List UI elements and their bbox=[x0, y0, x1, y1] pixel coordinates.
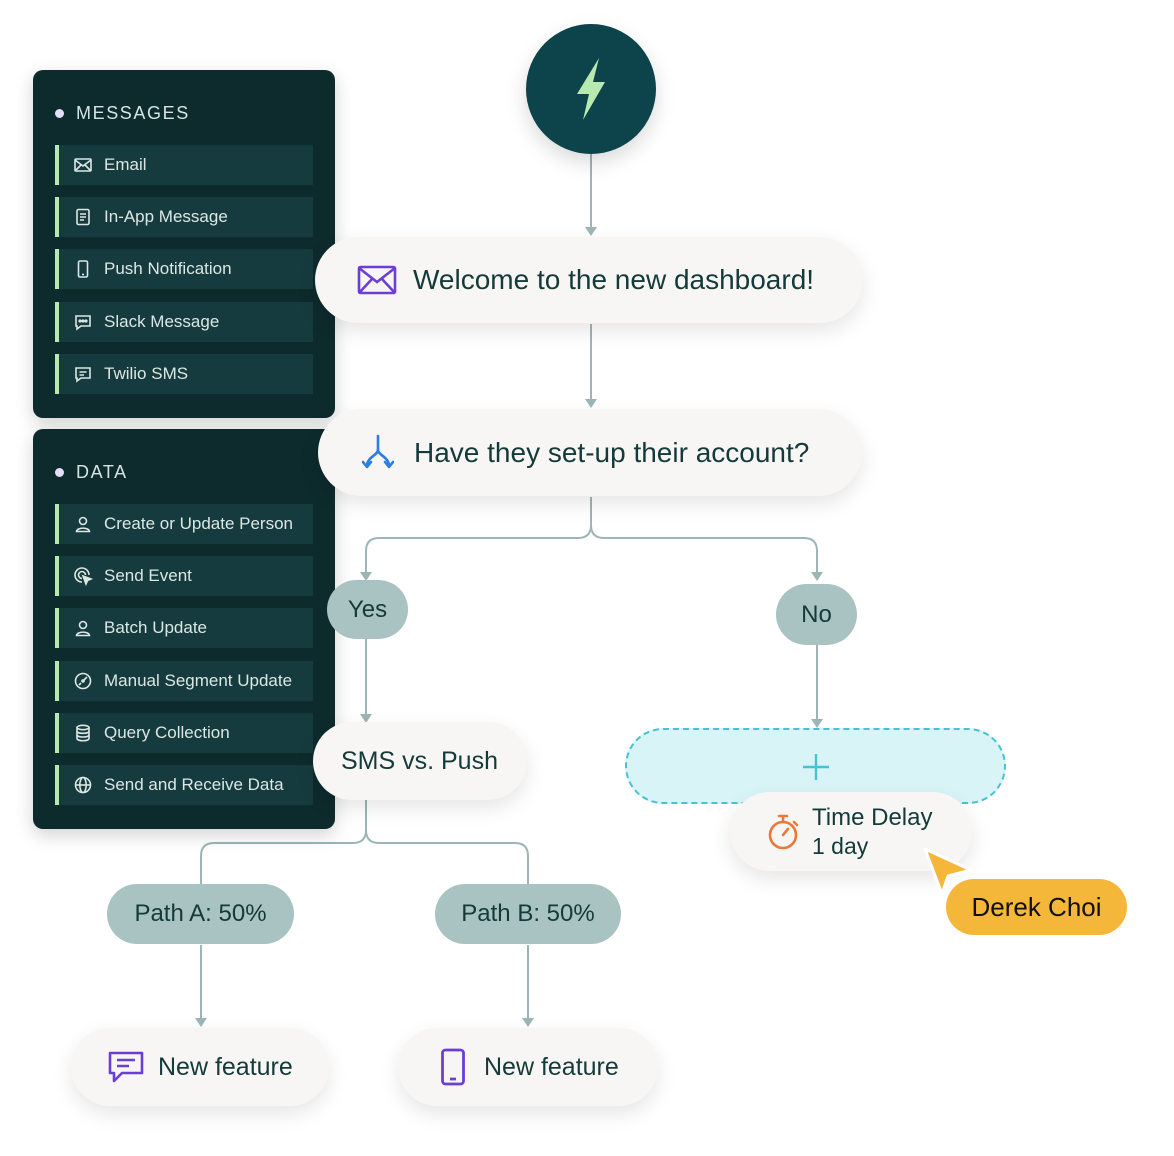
arrowhead bbox=[811, 572, 823, 581]
palette-item-query-collection[interactable]: Query Collection bbox=[55, 713, 313, 753]
split-arrows-icon bbox=[362, 434, 394, 468]
sms-icon bbox=[75, 367, 91, 383]
arrowhead bbox=[522, 1018, 534, 1027]
time-delay-text: Time Delay 1 day bbox=[812, 804, 932, 860]
yes-branch-label[interactable]: Yes bbox=[327, 580, 408, 639]
palette-item-batch-update[interactable]: Batch Update bbox=[55, 608, 313, 648]
split-test-label: SMS vs. Push bbox=[341, 746, 498, 775]
collaborator-name-tag: Derek Choi bbox=[946, 879, 1127, 935]
palette-item-create-or-update-person[interactable]: Create or Update Person bbox=[55, 504, 313, 544]
document-icon bbox=[76, 208, 90, 226]
palette-item-in-app-message[interactable]: In-App Message bbox=[55, 197, 313, 237]
connector-branch-no bbox=[590, 524, 818, 572]
envelope-icon bbox=[74, 158, 92, 172]
data-heading: DATA bbox=[55, 462, 128, 483]
email-node[interactable]: Welcome to the new dashboard! bbox=[315, 237, 863, 323]
chat-bubble-icon bbox=[75, 315, 91, 331]
phone-icon bbox=[441, 1048, 465, 1086]
messages-panel: MESSAGES Email In-App Message Push Notif… bbox=[33, 70, 335, 418]
stopwatch-icon bbox=[768, 814, 799, 849]
globe-icon bbox=[74, 776, 92, 794]
path-a-label[interactable]: Path A: 50% bbox=[107, 884, 294, 944]
arrowhead bbox=[585, 399, 597, 408]
bullet-dot-icon bbox=[55, 468, 64, 477]
arrowhead bbox=[811, 719, 823, 728]
email-node-label: Welcome to the new dashboard! bbox=[413, 264, 815, 295]
sms-icon bbox=[108, 1051, 144, 1083]
cursor-click-icon bbox=[74, 567, 93, 586]
sms-action-label: New feature bbox=[158, 1052, 293, 1081]
messages-heading: MESSAGES bbox=[55, 103, 190, 124]
database-icon bbox=[76, 724, 90, 742]
palette-item-push-notification[interactable]: Push Notification bbox=[55, 249, 313, 289]
branch-node-label: Have they set-up their account? bbox=[414, 436, 810, 468]
envelope-icon bbox=[357, 265, 397, 295]
connector-split-patha bbox=[200, 800, 367, 885]
branch-node[interactable]: Have they set-up their account? bbox=[318, 409, 862, 496]
palette-item-slack-message[interactable]: Slack Message bbox=[55, 302, 313, 342]
push-action-node[interactable]: New feature bbox=[398, 1028, 658, 1106]
palette-item-twilio-sms[interactable]: Twilio SMS bbox=[55, 354, 313, 394]
palette-item-send-and-receive-data[interactable]: Send and Receive Data bbox=[55, 765, 313, 805]
no-branch-label[interactable]: No bbox=[776, 584, 857, 645]
time-delay-title: Time Delay bbox=[812, 803, 933, 831]
arrowhead bbox=[195, 1018, 207, 1027]
push-action-label: New feature bbox=[484, 1052, 619, 1081]
lightning-bolt-icon bbox=[577, 58, 605, 120]
palette-item-email[interactable]: Email bbox=[55, 145, 313, 185]
palette-item-manual-segment-update[interactable]: Manual Segment Update bbox=[55, 661, 313, 701]
data-panel: DATA Create or Update Person Send Event … bbox=[33, 429, 335, 829]
trigger-node[interactable] bbox=[526, 24, 656, 154]
time-delay-duration: 1 day bbox=[812, 832, 869, 859]
sms-action-node[interactable]: New feature bbox=[71, 1028, 329, 1106]
connector-split-pathb bbox=[365, 829, 529, 885]
person-icon bbox=[75, 516, 91, 533]
palette-item-send-event[interactable]: Send Event bbox=[55, 556, 313, 596]
path-b-label[interactable]: Path B: 50% bbox=[435, 884, 621, 944]
split-test-node[interactable]: SMS vs. Push bbox=[313, 722, 527, 800]
bullet-dot-icon bbox=[55, 109, 64, 118]
plus-icon bbox=[802, 754, 829, 780]
segment-icon bbox=[74, 672, 92, 690]
arrowhead bbox=[360, 572, 372, 581]
arrowhead bbox=[360, 714, 372, 723]
phone-icon bbox=[77, 260, 89, 278]
collaborator-cursor-icon bbox=[923, 847, 973, 896]
connector-branch-yes bbox=[365, 497, 592, 572]
arrowhead bbox=[585, 227, 597, 236]
person-icon bbox=[75, 620, 91, 637]
